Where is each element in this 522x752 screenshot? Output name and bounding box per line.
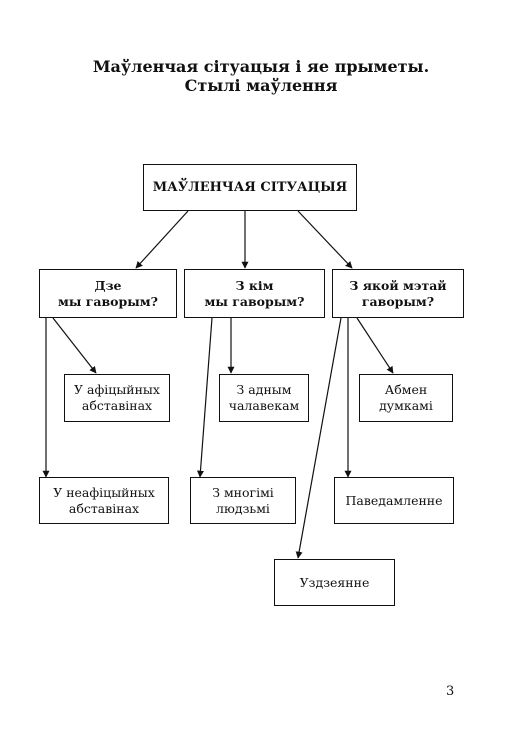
arrow-purpose-exchange xyxy=(356,317,394,374)
node-with-whom: З кім мы гаворым? xyxy=(184,269,325,318)
arrow-where-official xyxy=(52,317,97,374)
arrow-purpose-influence xyxy=(295,317,342,559)
page-title: Маўленчая сітуацыя і яе прыметы. xyxy=(92,57,430,76)
node-where: Дзе мы гаворым? xyxy=(39,269,177,318)
node-influence: Уздзеянне xyxy=(274,559,395,606)
node-many-people: З многімі людзьмі xyxy=(190,477,296,524)
arrow-root-purpose xyxy=(297,210,353,269)
node-root: МАЎЛЕНЧАЯ СІТУАЦЫЯ xyxy=(143,164,357,211)
node-exchange: Абмен думкамі xyxy=(359,374,453,422)
node-official: У афіцыйных абставінах xyxy=(64,374,170,422)
node-message: Паведамленне xyxy=(334,477,454,524)
arrow-root-where xyxy=(135,210,189,269)
page-subtitle: Стылі маўлення xyxy=(184,76,338,95)
node-purpose: З якой мэтай гаворым? xyxy=(332,269,464,318)
arrow-with-whom-many xyxy=(196,317,213,478)
node-unofficial: У неафіцыйных абставінах xyxy=(39,477,169,524)
node-one-person: З адным чалавекам xyxy=(219,374,309,422)
page-number: 3 xyxy=(446,684,455,699)
